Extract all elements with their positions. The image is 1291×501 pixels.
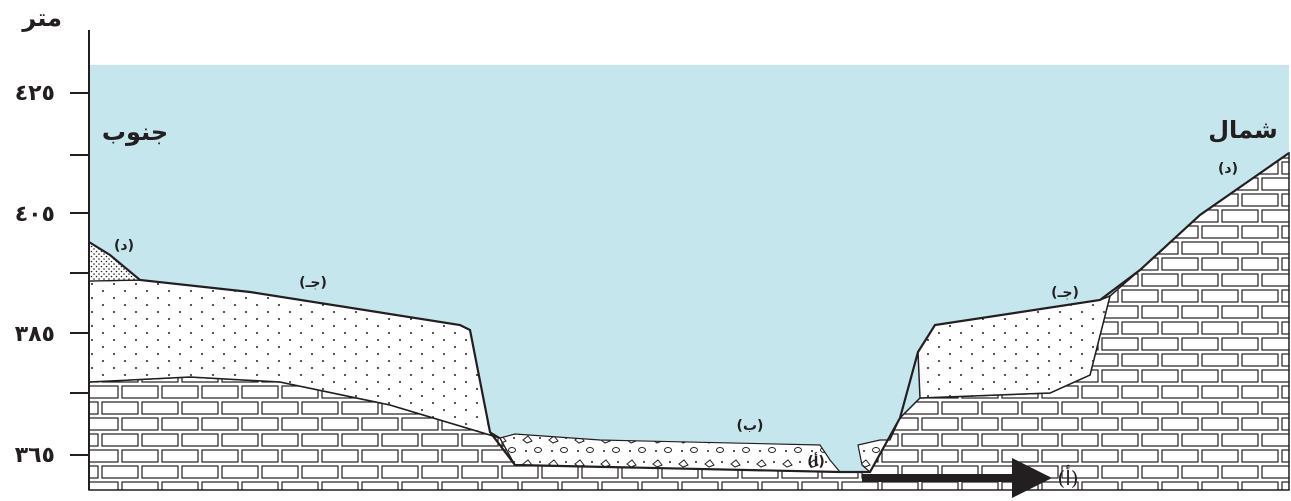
layer-label-d-left: (د)	[114, 238, 134, 254]
layer-label-b: (ب)	[737, 418, 764, 434]
layer-label-j-right: (جـ)	[1051, 285, 1079, 301]
arrow-label: (أ)	[1057, 464, 1078, 490]
south-label: جنوب	[102, 118, 168, 146]
axis-tick-label: ٤٢٥	[15, 81, 55, 106]
layer-label-a: (أ)	[807, 452, 825, 470]
axis-tick-label: ٤٠٥	[15, 202, 55, 227]
axis-unit-label: متر	[21, 4, 62, 32]
axis-tick-label: ٣٦٥	[15, 443, 55, 468]
layer-label-j-left: (جـ)	[299, 275, 327, 291]
axis-tick-label: ٣٨٥	[15, 322, 55, 347]
layer-label-d-right: (د)	[1218, 161, 1238, 177]
north-label: شمال	[1208, 116, 1278, 144]
